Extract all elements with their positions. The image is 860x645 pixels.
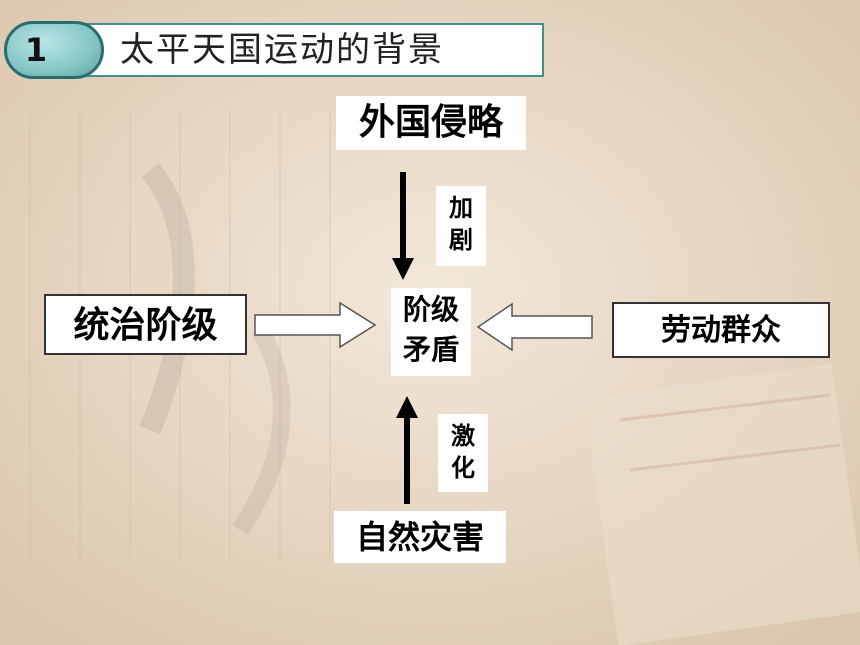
label-intensify-char-2: 剧 — [449, 226, 473, 254]
node-natural-disasters: 自然灾害 — [334, 511, 506, 563]
label-sharpen-char-2: 化 — [451, 454, 475, 482]
section-number: 1 — [24, 31, 48, 69]
arrow-up-from-bottom — [396, 396, 418, 504]
arrow-down-from-top — [392, 172, 414, 280]
label-sharpen: 激 化 — [438, 414, 488, 492]
label-sharpen-char-1: 激 — [451, 422, 475, 450]
title-bar — [72, 23, 544, 77]
page-title: 太平天国运动的背景 — [120, 30, 444, 70]
center-line-1: 阶级 — [402, 293, 459, 326]
label-intensify: 加 剧 — [436, 186, 486, 266]
label-intensify-char-1: 加 — [449, 194, 473, 222]
node-class-contradiction: 阶级 矛盾 — [391, 288, 471, 376]
node-ruling-class: 统治阶级 — [44, 294, 247, 355]
arrow-left-from-right — [476, 302, 593, 352]
node-working-masses: 劳动群众 — [612, 302, 830, 358]
node-foreign-aggression: 外国侵略 — [336, 96, 526, 150]
section-number-badge — [4, 21, 104, 79]
arrow-right-from-left — [254, 301, 377, 349]
center-line-2: 矛盾 — [402, 333, 459, 366]
